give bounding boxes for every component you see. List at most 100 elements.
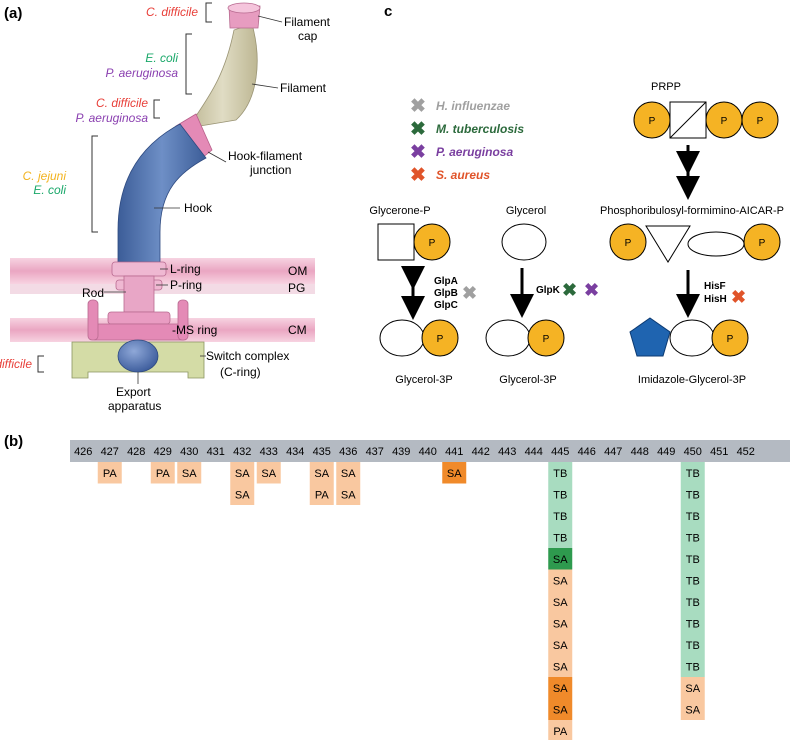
mutation-cell bbox=[680, 569, 705, 591]
mutation-cell-label: TB bbox=[686, 662, 700, 674]
mutation-cell-label: SA bbox=[553, 554, 568, 566]
mutation-cell-label: TB bbox=[686, 490, 700, 502]
position-label: 443 bbox=[498, 446, 516, 458]
mutation-cell bbox=[548, 591, 573, 613]
glycerone-p-label: Glycerone-P bbox=[369, 205, 430, 217]
mutation-cell-label: PA bbox=[156, 468, 171, 480]
bracket-cap bbox=[205, 2, 212, 23]
phosphate-label: P bbox=[543, 334, 550, 345]
phosphate-label: P bbox=[625, 238, 632, 249]
mutation-cell bbox=[309, 483, 334, 505]
cross-icon: ✖ bbox=[410, 119, 426, 140]
label-export-2: apparatus bbox=[108, 399, 161, 413]
mutation-cell bbox=[680, 462, 705, 484]
position-label: 437 bbox=[366, 446, 384, 458]
mutation-cell bbox=[548, 720, 573, 740]
mutation-cell-label: TB bbox=[686, 597, 700, 609]
position-label: 429 bbox=[154, 446, 172, 458]
mutation-cell bbox=[680, 677, 705, 699]
mutation-cell-label: TB bbox=[686, 619, 700, 631]
panel-b-letter: (b) bbox=[4, 433, 23, 450]
enzyme-hisF: HisF bbox=[704, 281, 726, 292]
label-export-1: Export bbox=[116, 385, 151, 399]
legend-label: S. aureus bbox=[436, 168, 490, 182]
position-label: 448 bbox=[631, 446, 649, 458]
legend-item-m-tuberculosis: ✖ M. tuberculosis bbox=[410, 119, 524, 140]
cross-icon: ✖ bbox=[410, 165, 426, 186]
species-hook-1: C. jejuni bbox=[23, 169, 67, 183]
mutation-cell-label: SA bbox=[553, 576, 568, 588]
phosphate-label: P bbox=[429, 238, 436, 249]
label-filament-cap-1: Filament bbox=[284, 15, 331, 29]
label-hook: Hook bbox=[184, 201, 213, 215]
mutation-cell bbox=[309, 462, 334, 484]
cross-icon: ✖ bbox=[410, 96, 426, 117]
bracket-junction bbox=[153, 99, 160, 119]
mutation-cell bbox=[548, 526, 573, 548]
panel-a: (a) C. difficile E. col bbox=[0, 2, 331, 413]
panel-c: c ✖ H. influenzae ✖ M. tuberculosis ✖ P.… bbox=[369, 3, 784, 386]
position-label: 431 bbox=[207, 446, 225, 458]
mutation-cell-label: TB bbox=[686, 554, 700, 566]
label-pg: PG bbox=[288, 281, 305, 295]
mutation-cell-label: TB bbox=[686, 576, 700, 588]
position-label: 444 bbox=[525, 446, 543, 458]
mutation-cell-label: SA bbox=[447, 468, 462, 480]
phosphate-circle bbox=[413, 223, 451, 261]
mutation-cell bbox=[336, 462, 361, 484]
cross-icon: ✖ bbox=[410, 142, 426, 163]
glycerol-oval bbox=[669, 319, 715, 357]
mutation-cell bbox=[548, 655, 573, 677]
mutation-cell-label: TB bbox=[553, 533, 567, 545]
label-junction-2: junction bbox=[249, 163, 291, 177]
mutation-cell-label: TB bbox=[553, 468, 567, 480]
label-filament-cap-2: cap bbox=[298, 29, 318, 43]
mutation-cell-label: TB bbox=[686, 511, 700, 523]
phosphate-label: P bbox=[437, 334, 444, 345]
mutation-cell bbox=[177, 462, 202, 484]
enzyme-glpB: GlpB bbox=[434, 288, 458, 299]
cross-icon: ✖ bbox=[562, 280, 577, 300]
mutation-cell bbox=[680, 505, 705, 527]
cross-icon: ✖ bbox=[584, 280, 599, 300]
phosphate-circle bbox=[609, 223, 647, 261]
mutation-cell-label: SA bbox=[261, 468, 276, 480]
leader-filament-cap bbox=[257, 15, 283, 23]
label-cm: CM bbox=[288, 323, 307, 337]
mutation-cell bbox=[336, 483, 361, 505]
leader-junction bbox=[207, 151, 227, 163]
label-om: OM bbox=[288, 264, 307, 278]
mutation-cell-label: TB bbox=[686, 640, 700, 652]
species-filament-2: P. aeruginosa bbox=[105, 66, 178, 80]
hook-shape bbox=[117, 123, 207, 263]
mutation-cell-label: PA bbox=[103, 468, 118, 480]
mutation-cell bbox=[680, 526, 705, 548]
legend: ✖ H. influenzae ✖ M. tuberculosis ✖ P. a… bbox=[410, 96, 524, 186]
prfar-ellipse bbox=[687, 231, 745, 257]
legend-label: P. aeruginosa bbox=[436, 145, 513, 159]
species-junction-2: P. aeruginosa bbox=[75, 111, 148, 125]
filament-cap-top bbox=[227, 2, 261, 14]
mutation-cell bbox=[548, 698, 573, 720]
mutation-cell bbox=[680, 612, 705, 634]
label-pring: P-ring bbox=[170, 278, 202, 292]
mutation-cell-label: SA bbox=[182, 468, 197, 480]
label-junction-1: Hook-filament bbox=[228, 149, 303, 163]
mutation-cell bbox=[548, 677, 573, 699]
position-label: 445 bbox=[551, 446, 569, 458]
mutation-cell bbox=[680, 655, 705, 677]
enzyme-glpA: GlpA bbox=[434, 276, 458, 287]
rod bbox=[123, 275, 155, 313]
bracket-filament bbox=[185, 33, 192, 95]
mutation-cell-label: TB bbox=[686, 468, 700, 480]
ribose-diagonal bbox=[669, 101, 707, 139]
position-label: 439 bbox=[392, 446, 410, 458]
mutation-cell bbox=[256, 462, 281, 484]
l-ring bbox=[111, 261, 167, 277]
phosphate-label: P bbox=[727, 334, 734, 345]
mutation-cell-label: SA bbox=[341, 490, 356, 502]
phosphate-circle bbox=[421, 319, 459, 357]
mutation-cell-label: SA bbox=[553, 683, 568, 695]
